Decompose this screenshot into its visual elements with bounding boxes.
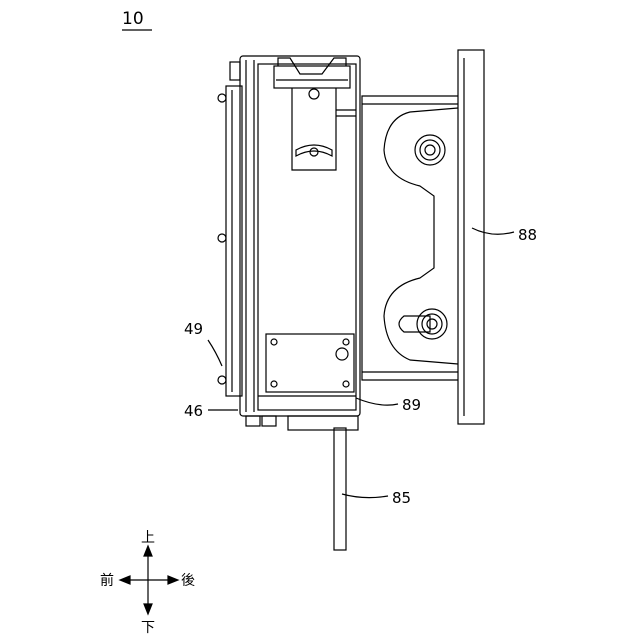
rod-85 bbox=[334, 428, 346, 550]
direction-front-label: 前 bbox=[100, 572, 114, 589]
leader-85 bbox=[342, 494, 388, 498]
label-46: 46 bbox=[184, 402, 203, 420]
cable-gland-left bbox=[246, 416, 260, 426]
direction-indicator: 上 下 前 後 bbox=[100, 530, 195, 636]
direction-up-label: 上 bbox=[141, 530, 155, 546]
lower-slot bbox=[399, 316, 430, 332]
arrow-left-icon bbox=[120, 576, 130, 584]
leader-88 bbox=[472, 228, 514, 234]
cable-gland-mid bbox=[262, 416, 276, 426]
arrow-down-icon bbox=[144, 604, 152, 614]
leader-49 bbox=[208, 340, 222, 366]
bracket-88 bbox=[362, 50, 484, 424]
hanging-bracket bbox=[292, 88, 336, 170]
direction-back-label: 後 bbox=[181, 573, 195, 589]
label-49: 49 bbox=[184, 320, 203, 338]
arrow-up-icon bbox=[144, 546, 152, 556]
rod bbox=[334, 428, 346, 550]
cover-bolt-top bbox=[218, 94, 226, 102]
label-85: 85 bbox=[392, 489, 411, 507]
label-88: 88 bbox=[518, 226, 537, 244]
leader-89 bbox=[356, 398, 398, 405]
bracket-plate bbox=[458, 50, 484, 424]
terminal-box-89 bbox=[266, 334, 354, 392]
arrow-right-icon bbox=[168, 576, 178, 584]
terminal-box bbox=[266, 334, 354, 392]
cover-bolt-bottom bbox=[218, 376, 226, 384]
figure-number: 10 bbox=[122, 9, 144, 29]
cover-bolt-mid bbox=[218, 234, 226, 242]
top-clamp bbox=[274, 66, 350, 88]
label-89: 89 bbox=[402, 396, 421, 414]
cable-gland-base bbox=[288, 416, 358, 430]
bracket-flange bbox=[362, 96, 458, 380]
direction-down-label: 下 bbox=[141, 620, 155, 636]
housing bbox=[218, 56, 360, 430]
